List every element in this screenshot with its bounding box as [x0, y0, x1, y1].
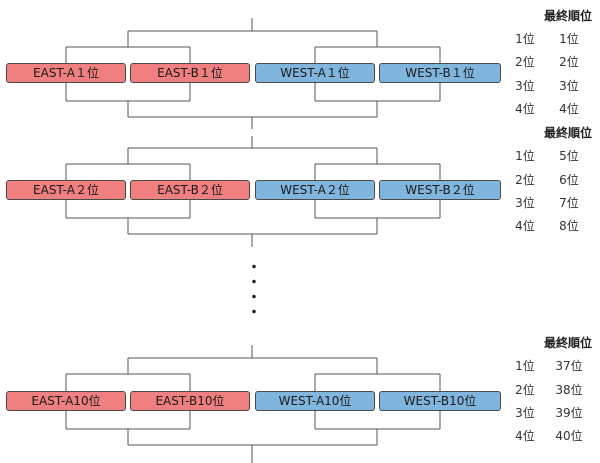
- rank-cell: 2位: [515, 55, 535, 69]
- final-rank-cell: 7位: [559, 196, 579, 210]
- final-rank-cell: 40位: [555, 429, 583, 443]
- rank-cell: 2位: [515, 173, 535, 187]
- rank-cell: 3位: [515, 406, 535, 420]
- final-rank-cell: 5位: [559, 149, 579, 163]
- team-box-east-b-2: EAST-B２位: [130, 180, 250, 200]
- rank-cell: 4位: [515, 219, 535, 233]
- rank-cell: 4位: [515, 429, 535, 443]
- team-box-east-a-1: EAST-A１位: [6, 63, 126, 83]
- rank-cell: 1位: [515, 32, 535, 46]
- final-rank-header-3: 最終順位: [544, 336, 593, 350]
- final-rank-cell: 37位: [555, 359, 583, 373]
- final-rank-cell: 2位: [559, 55, 579, 69]
- team-box-west-b-10: WEST-B10位: [379, 391, 501, 411]
- final-rank-cell: 3位: [559, 79, 579, 93]
- team-box-west-a-2: WEST-A２位: [255, 180, 375, 200]
- final-rank-header-1: 最終順位: [544, 9, 593, 23]
- rank-cell: 1位: [515, 149, 535, 163]
- final-rank-cell: 38位: [555, 383, 583, 397]
- team-box-west-b-2: WEST-B２位: [379, 180, 501, 200]
- rank-cell: 4位: [515, 102, 535, 116]
- final-rank-cell: 1位: [559, 32, 579, 46]
- ellipsis-dot: ・: [247, 275, 261, 291]
- team-box-east-a-10: EAST-A10位: [6, 391, 126, 411]
- final-rank-cell: 8位: [559, 219, 579, 233]
- ellipsis-dot: ・: [247, 290, 261, 306]
- ellipsis-dot: ・: [247, 305, 261, 321]
- rank-cell: 2位: [515, 383, 535, 397]
- team-box-west-a-1: WEST-A１位: [255, 63, 375, 83]
- rank-cell: 3位: [515, 196, 535, 210]
- team-box-east-b-1: EAST-B１位: [130, 63, 250, 83]
- team-box-west-b-1: WEST-B１位: [379, 63, 501, 83]
- rank-cell: 1位: [515, 359, 535, 373]
- final-rank-cell: 4位: [559, 102, 579, 116]
- team-box-east-a-2: EAST-A２位: [6, 180, 126, 200]
- final-rank-cell: 6位: [559, 173, 579, 187]
- team-box-west-a-10: WEST-A10位: [255, 391, 375, 411]
- team-box-east-b-10: EAST-B10位: [130, 391, 250, 411]
- rank-cell: 3位: [515, 79, 535, 93]
- ellipsis-dot: ・: [247, 260, 261, 276]
- final-rank-header-2: 最終順位: [544, 126, 593, 140]
- final-rank-cell: 39位: [555, 406, 583, 420]
